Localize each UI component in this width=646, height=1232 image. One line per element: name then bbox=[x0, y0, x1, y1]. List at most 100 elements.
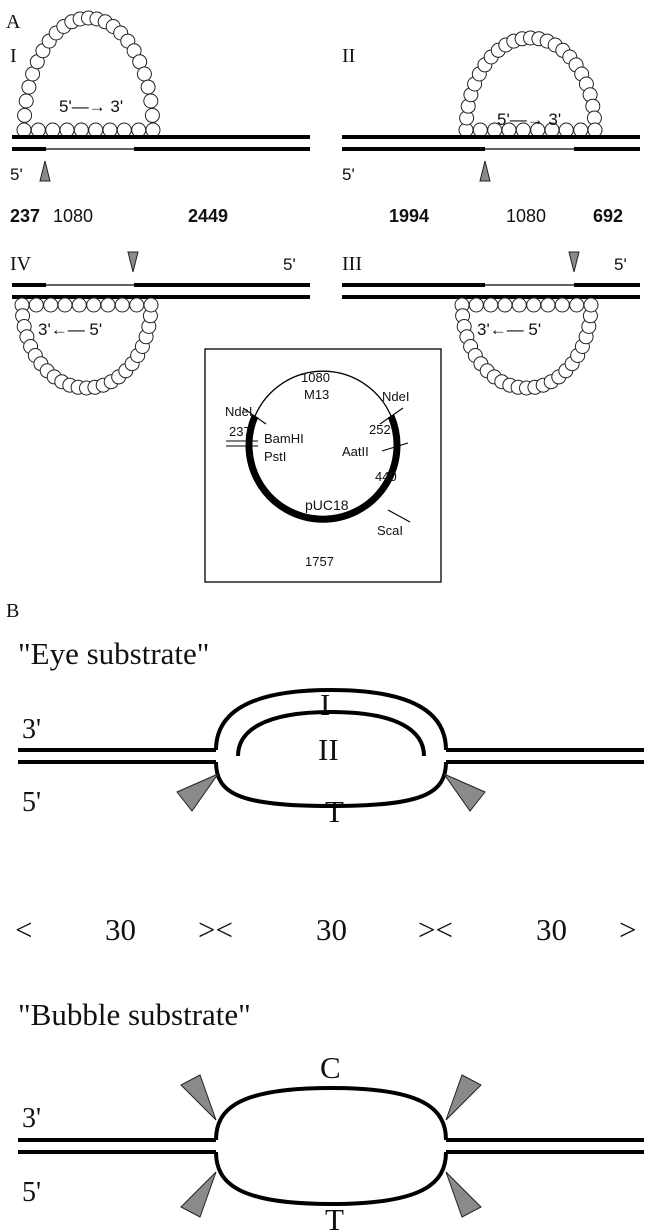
eye-strand-ii bbox=[236, 709, 426, 757]
ssdna-bead-iv bbox=[43, 297, 59, 313]
ssdna-bead-iii bbox=[583, 297, 599, 313]
bubble-arrowhead-top-left bbox=[180, 1074, 217, 1121]
length-237: 237 bbox=[10, 206, 40, 226]
eye-strand-t bbox=[214, 761, 448, 809]
ssdna-bead-ii bbox=[558, 122, 574, 138]
scale-separator-right: >< bbox=[418, 912, 453, 947]
five-prime-label-iii: 5' bbox=[614, 255, 627, 274]
eye-strand-i bbox=[214, 687, 448, 751]
ssdna-bead-i bbox=[17, 107, 33, 123]
eye-substrate-title: "Eye substrate" bbox=[18, 636, 209, 671]
quadrant-ii: II 5'—→ 3' 5' bbox=[342, 30, 640, 184]
roman-label-iv: IV bbox=[10, 253, 32, 275]
bubble-arrowhead-top-right bbox=[445, 1074, 482, 1121]
direction-label-iii: 3'←— 5' bbox=[477, 320, 541, 339]
scale-30-left: 30 bbox=[105, 912, 136, 947]
length-692: 692 bbox=[593, 206, 623, 226]
ssdna-bead-i bbox=[21, 79, 37, 95]
ssdna-bead-i bbox=[73, 122, 89, 138]
plasmid-label-ndei-left: NdeI bbox=[225, 404, 252, 419]
direction-label-iv: 3'←— 5' bbox=[38, 320, 102, 339]
bubble-substrate: "Bubble substrate" C 3' 5' T bbox=[18, 997, 644, 1232]
five-prime-label-iv: 5' bbox=[283, 255, 296, 274]
plasmid-label-1080: 1080 bbox=[301, 370, 330, 385]
ssdna-bead-iv bbox=[100, 297, 116, 313]
ssdna-bead-i bbox=[144, 107, 160, 123]
length-scale: < 30 >< 30 >< 30 > bbox=[15, 912, 636, 947]
ssdna-bead-i bbox=[16, 122, 32, 138]
bubble-substrate-title: "Bubble substrate" bbox=[18, 997, 251, 1032]
nick-arrowhead-ii bbox=[479, 160, 491, 182]
panel-a-label: A bbox=[6, 11, 21, 33]
ssdna-bead-iii bbox=[483, 297, 499, 313]
ssdna-loop-i bbox=[16, 10, 161, 138]
nick-arrowhead-iv bbox=[127, 251, 139, 273]
five-prime-label-i: 5' bbox=[10, 165, 23, 184]
plasmid-label-252: 252 bbox=[369, 422, 391, 437]
plasmid-label-m13: M13 bbox=[304, 387, 329, 402]
scai-tick bbox=[387, 509, 411, 523]
scale-30-middle: 30 bbox=[316, 912, 347, 947]
plasmid-map-frame bbox=[204, 348, 442, 583]
plasmid-label-ndei-right: NdeI bbox=[382, 389, 409, 404]
ssdna-bead-iv bbox=[28, 297, 44, 313]
ssdna-bead-i bbox=[30, 122, 46, 138]
nick-arrowhead-i bbox=[39, 160, 51, 182]
eye-three-prime-label: 3' bbox=[22, 714, 41, 745]
scale-separator-left: >< bbox=[198, 912, 233, 947]
ssdna-bead-i bbox=[102, 122, 118, 138]
bubble-strand-c bbox=[214, 1085, 448, 1141]
ssdna-bead-ii bbox=[472, 122, 488, 138]
plasmid-label-440: 440 bbox=[375, 469, 397, 484]
plasmid-label-psti: PstI bbox=[264, 449, 286, 464]
ssdna-bead-iv bbox=[114, 297, 130, 313]
ssdna-bead-iv bbox=[71, 297, 87, 313]
plasmid-map: 1080 M13 NdeI NdeI 237 252 BamHI PstI Aa… bbox=[204, 348, 442, 583]
bubble-three-prime-label: 3' bbox=[22, 1103, 41, 1134]
ssdna-bead-i bbox=[136, 66, 152, 82]
ssdna-bead-ii bbox=[587, 122, 603, 138]
ssdna-loop-iv bbox=[14, 297, 159, 396]
plasmid-label-237: 237 bbox=[229, 424, 251, 439]
aatii-tick bbox=[381, 442, 409, 452]
ndei-left-tick bbox=[242, 407, 267, 425]
eye-five-prime-label: 5' bbox=[22, 787, 41, 818]
bubble-arrowhead-bottom-right bbox=[445, 1171, 482, 1218]
length-1080-left: 1080 bbox=[53, 206, 93, 226]
eye-arrowhead-right bbox=[442, 772, 486, 812]
eye-arrowhead-left bbox=[176, 772, 220, 812]
roman-label-ii: II bbox=[342, 45, 355, 67]
quadrant-i: I 5'—→ 3' 5' bbox=[10, 10, 310, 184]
scale-close-bracket: > bbox=[619, 912, 636, 947]
ssdna-bead-iii bbox=[511, 297, 527, 313]
plasmid-label-scai: ScaI bbox=[377, 523, 403, 538]
ssdna-bead-i bbox=[45, 122, 61, 138]
eye-strand-i-label: I bbox=[320, 687, 330, 722]
ssdna-bead-iv bbox=[57, 297, 73, 313]
ssdna-bead-i bbox=[145, 122, 161, 138]
ssdna-bead-i bbox=[88, 122, 104, 138]
m13-arc bbox=[254, 370, 392, 417]
ssdna-bead-i bbox=[131, 122, 147, 138]
plasmid-label-bamhi: BamHI bbox=[264, 431, 304, 446]
length-1994: 1994 bbox=[389, 206, 429, 226]
ssdna-loop-iii bbox=[454, 297, 599, 396]
scale-30-right: 30 bbox=[536, 912, 567, 947]
length-2449: 2449 bbox=[188, 206, 228, 226]
five-prime-label-ii: 5' bbox=[342, 165, 355, 184]
scale-open-bracket: < bbox=[15, 912, 32, 947]
ssdna-bead-iii bbox=[497, 297, 513, 313]
ssdna-bead-i bbox=[59, 122, 75, 138]
eye-strand-t-label: T bbox=[325, 794, 344, 829]
plasmid-label-1757: 1757 bbox=[305, 554, 334, 569]
ssdna-bead-iii bbox=[554, 297, 570, 313]
eye-strand-ii-label: II bbox=[318, 732, 339, 767]
quadrant-iii: III 5' 3'←— 5' bbox=[342, 251, 640, 396]
ssdna-bead-i bbox=[116, 122, 132, 138]
ssdna-bead-iii bbox=[540, 297, 556, 313]
length-1080-right: 1080 bbox=[506, 206, 546, 226]
roman-label-i: I bbox=[10, 45, 17, 67]
ssdna-bead-iv bbox=[143, 297, 159, 313]
ssdna-bead-iii bbox=[468, 297, 484, 313]
